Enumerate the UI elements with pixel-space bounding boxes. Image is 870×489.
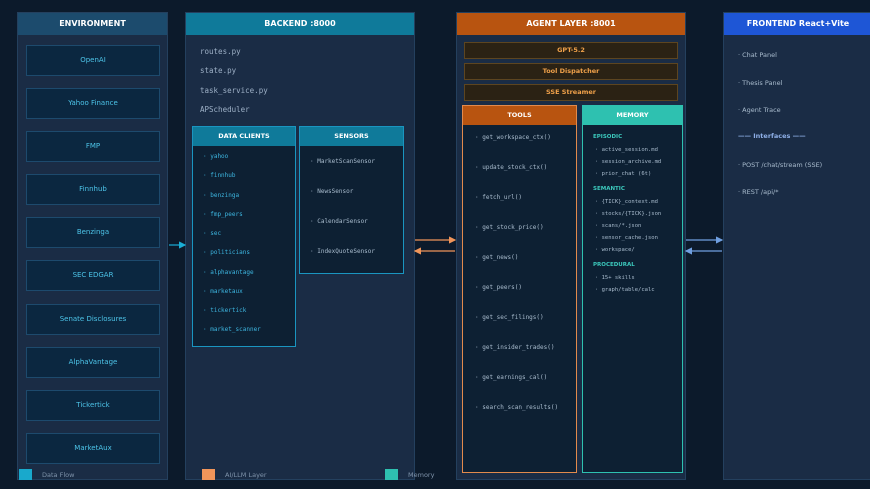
legend-swatch-data-flow [19, 469, 32, 480]
tool-item: · fetch_url() [475, 194, 522, 201]
env-item-benzinga: Benzinga [26, 217, 160, 248]
memory-heading-semantic: SEMANTIC [593, 186, 625, 192]
agent-panel: AGENT LAYER :8001 GPT-5.2 Tool Dispatche… [456, 12, 686, 480]
data-client-item: · tickertick [203, 307, 247, 314]
tools-title: TOOLS [463, 106, 576, 125]
memory-title: MEMORY [583, 106, 682, 125]
backend-panel: BACKEND :8000 routes.py state.py task_se… [185, 12, 415, 480]
agent-bar-tool-dispatcher: Tool Dispatcher [464, 63, 678, 80]
env-item-yahoo-finance: Yahoo Finance [26, 88, 160, 119]
env-item-fmp: FMP [26, 131, 160, 162]
data-clients-title: DATA CLIENTS [193, 127, 295, 146]
env-item-openai: OpenAI [26, 45, 160, 76]
legend-swatch-memory [385, 469, 398, 480]
agent-bar-gpt: GPT-5.2 [464, 42, 678, 59]
frontend-title: FRONTEND React+Vite [724, 13, 870, 35]
data-client-item: · sec [203, 230, 222, 237]
tool-item: · get_insider_trades() [475, 344, 555, 351]
tool-item: · get_news() [475, 254, 519, 261]
env-item-finnhub: Finnhub [26, 174, 160, 205]
data-client-item: · benzinga [203, 192, 240, 199]
data-client-item: · marketaux [203, 288, 243, 295]
agent-bar-sse-streamer: SSE Streamer [464, 84, 678, 101]
memory-item: · workspace/ [595, 247, 635, 253]
memory-heading-procedural: PROCEDURAL [593, 262, 635, 268]
backend-title: BACKEND :8000 [186, 13, 414, 35]
env-item-marketaux: MarketAux [26, 433, 160, 464]
backend-file-apscheduler: APScheduler [200, 105, 250, 114]
tool-item: · get_workspace_ctx() [475, 134, 551, 141]
memory-heading-episodic: EPISODIC [593, 134, 623, 140]
tool-item: · get_earnings_cal() [475, 374, 548, 381]
sensor-item: · MarketScanSensor [310, 158, 376, 165]
legend-label-memory: Memory [408, 471, 435, 479]
environment-panel: ENVIRONMENT OpenAI Yahoo Finance FMP Fin… [17, 12, 168, 480]
frontend-endpoint-chat-stream: · POST /chat/stream (SSE) [738, 161, 823, 169]
env-item-tickertick: Tickertick [26, 390, 160, 421]
backend-file-state: state.py [200, 66, 237, 75]
environment-title: ENVIRONMENT [18, 13, 167, 35]
memory-item: · prior_chat (6t) [595, 171, 652, 177]
frontend-item-agent-trace: · Agent Trace [738, 106, 781, 114]
backend-file-routes: routes.py [200, 47, 241, 56]
data-client-item: · yahoo [203, 153, 229, 160]
data-client-item: · fmp_peers [203, 211, 243, 218]
memory-item: · graph/table/calc [595, 287, 655, 293]
env-item-sec-edgar: SEC EDGAR [26, 260, 160, 291]
sensor-item: · IndexQuoteSensor [310, 248, 376, 255]
tool-item: · get_peers() [475, 284, 522, 291]
memory-item: · {TICK}_context.md [595, 199, 658, 205]
tool-item: · get_stock_price() [475, 224, 544, 231]
backend-file-task-service: task_service.py [200, 86, 268, 95]
sensors-title: SENSORS [300, 127, 403, 146]
sensor-item: · NewsSensor [310, 188, 354, 195]
frontend-item-thesis-panel: · Thesis Panel [738, 79, 783, 87]
frontend-item-chat-panel: · Chat Panel [738, 51, 777, 59]
frontend-panel: FRONTEND React+Vite · Chat Panel · Thesi… [723, 12, 870, 480]
memory-box: MEMORY EPISODIC · active_session.md · se… [582, 105, 683, 473]
legend-swatch-ai-llm-layer [202, 469, 215, 480]
sensor-item: · CalendarSensor [310, 218, 368, 225]
frontend-endpoint-rest-api: · REST /api/* [738, 188, 779, 196]
sensors-box: SENSORS · MarketScanSensor · NewsSensor … [299, 126, 404, 274]
data-client-item: · politicians [203, 249, 250, 256]
agent-title: AGENT LAYER :8001 [457, 13, 685, 35]
env-item-alphavantage: AlphaVantage [26, 347, 160, 378]
memory-item: · active_session.md [595, 147, 658, 153]
tool-item: · update_stock_ctx() [475, 164, 548, 171]
data-clients-box: DATA CLIENTS · yahoo · finnhub · benzing… [192, 126, 296, 347]
legend-label-data-flow: Data Flow [42, 471, 75, 479]
env-item-senate-disclosures: Senate Disclosures [26, 304, 160, 335]
tools-box: TOOLS · get_workspace_ctx() · update_sto… [462, 105, 577, 473]
memory-item: · scans/*.json [595, 223, 642, 229]
tool-item: · search_scan_results() [475, 404, 559, 411]
frontend-interfaces-label: —— Interfaces —— [738, 132, 806, 140]
data-client-item: · finnhub [203, 172, 236, 179]
legend-label-ai-llm-layer: AI/LLM Layer [225, 471, 267, 479]
memory-item: · 15+ skills [595, 275, 635, 281]
data-client-item: · market_scanner [203, 326, 261, 333]
memory-item: · session_archive.md [595, 159, 662, 165]
memory-item: · sensor_cache.json [595, 235, 658, 241]
memory-item: · stocks/{TICK}.json [595, 211, 662, 217]
data-client-item: · alphavantage [203, 269, 254, 276]
tool-item: · get_sec_filings() [475, 314, 544, 321]
